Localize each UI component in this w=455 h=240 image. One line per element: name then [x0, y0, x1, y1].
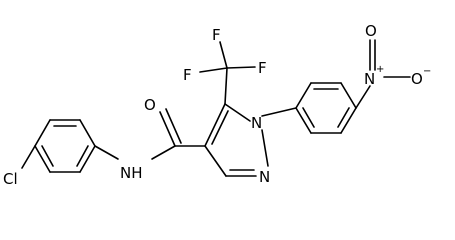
- atom-f1: F: [212, 26, 221, 44]
- atom-f3: F: [183, 66, 192, 84]
- bond: [204, 103, 226, 147]
- bond-nh-c: [151, 145, 176, 160]
- bond-c-f3: [199, 67, 228, 73]
- bond: [34, 119, 51, 147]
- bond: [261, 129, 269, 167]
- bond-c-o-double-b: [165, 108, 182, 144]
- atom-nitro-o-top: O: [365, 22, 377, 40]
- bond: [295, 82, 312, 109]
- bond: [41, 145, 54, 167]
- bond: [204, 145, 227, 177]
- bond: [295, 107, 312, 134]
- atom-o-carbonyl: O: [144, 96, 156, 114]
- bond: [337, 107, 350, 128]
- bond-n1-aryl: [261, 107, 297, 117]
- charge-minus: −: [423, 66, 431, 77]
- bond-c-cl: [21, 145, 36, 169]
- chlorophenyl-ring: [34, 119, 96, 173]
- atom-n2: N: [259, 168, 270, 186]
- bond: [224, 103, 251, 122]
- bond-c5-cf3: [224, 67, 228, 105]
- bond: [211, 110, 229, 145]
- bond: [79, 119, 96, 147]
- structure-svg: F F F O NH N N N + O O − Cl: [3, 22, 431, 188]
- pyrazole-ring: [204, 103, 269, 177]
- bond-c-f2: [226, 66, 256, 69]
- charge-plus: +: [376, 64, 384, 75]
- bond: [79, 145, 96, 173]
- atom-nitro-n: N: [364, 70, 375, 88]
- bond-c-o-double-a: [159, 111, 176, 147]
- bond: [34, 145, 51, 173]
- atom-nh: NH: [120, 164, 143, 182]
- bond-aryl-nitro: [355, 85, 371, 109]
- bond: [340, 107, 357, 134]
- bond: [76, 145, 89, 167]
- atom-nitro-o-right: O: [411, 70, 423, 88]
- bond-c-f1: [219, 41, 228, 69]
- chemical-structure: F F F O NH N N N + O O − Cl: [3, 22, 431, 188]
- atom-f2: F: [258, 59, 267, 77]
- bond-ring-nh: [94, 145, 119, 160]
- atom-cl: Cl: [3, 170, 18, 188]
- bond: [340, 82, 357, 109]
- nitrophenyl-ring: [295, 82, 357, 134]
- bond: [302, 107, 315, 128]
- atom-n1: N: [251, 114, 262, 132]
